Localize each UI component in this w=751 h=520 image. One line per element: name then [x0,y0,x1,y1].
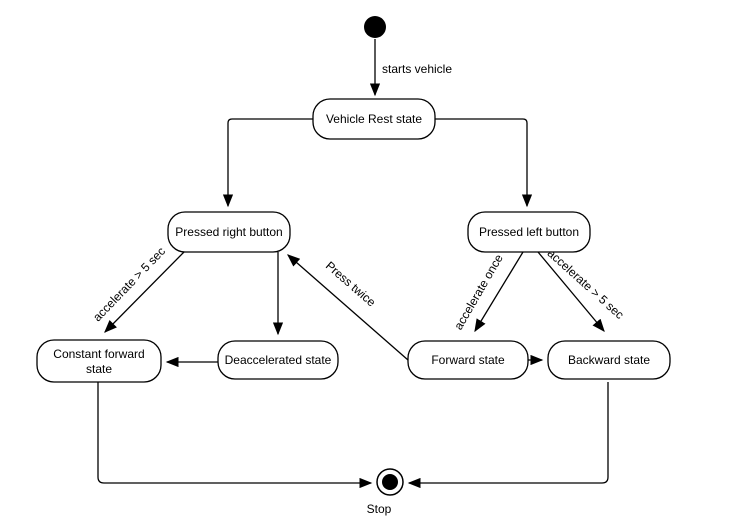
state-label-vehicle-rest: Vehicle Rest state [326,112,422,126]
state-deaccelerated: Deaccelerated state [217,340,339,380]
edge-label-accelerate-5sec-left: accelerate > 5 sec [90,244,168,324]
edge-pressed-left-to-forward [474,251,524,333]
edge-backward-to-stop [407,382,609,489]
state-box-constant-forward [36,339,162,383]
state-box-deaccelerated [217,340,339,380]
edge-constant-forward-to-stop [97,382,373,489]
state-label-constant-forward-line2: state [86,362,112,376]
final-state-inner-dot-icon [382,474,398,490]
state-box-forward [407,340,529,380]
state-label-forward: Forward state [431,353,505,367]
edge-label-press-twice: Press twice [323,259,379,310]
state-label-backward: Backward state [568,353,650,367]
state-forward: Forward state [407,340,529,380]
state-box-pressed-left-button [467,211,591,253]
edge-pressed-right-to-constant-forward [104,251,185,333]
edge-pressed-left-to-backward [537,251,605,332]
edge-label-starts-vehicle: starts vehicle [382,62,452,76]
edge-label-accelerate-once: accelerate once [451,252,506,333]
edge-label-accelerate-5sec-right: accelerate > 5 sec [545,246,627,322]
state-box-backward [547,340,671,380]
state-constant-forward: Constant forward state [36,339,162,383]
state-label-pressed-left-button: Pressed left button [479,225,579,239]
state-label-deaccelerated: Deaccelerated state [225,353,332,367]
initial-state-icon [364,16,386,38]
state-label-constant-forward-line1: Constant forward [53,347,144,361]
edge-vehicle-rest-to-pressed-right [222,118,313,208]
final-state: Stop [367,468,404,516]
state-vehicle-rest: Vehicle Rest state [312,98,436,140]
edge-vehicle-rest-to-pressed-left [435,118,533,208]
state-pressed-left-button: Pressed left button [467,211,591,253]
final-state-label: Stop [367,502,392,516]
state-pressed-right-button: Pressed right button [167,211,291,253]
state-label-pressed-right-button: Pressed right button [175,225,282,239]
state-box-vehicle-rest [312,98,436,140]
edge-forward-to-pressed-right [287,254,409,361]
state-backward: Backward state [547,340,671,380]
state-box-pressed-right-button [167,211,291,253]
